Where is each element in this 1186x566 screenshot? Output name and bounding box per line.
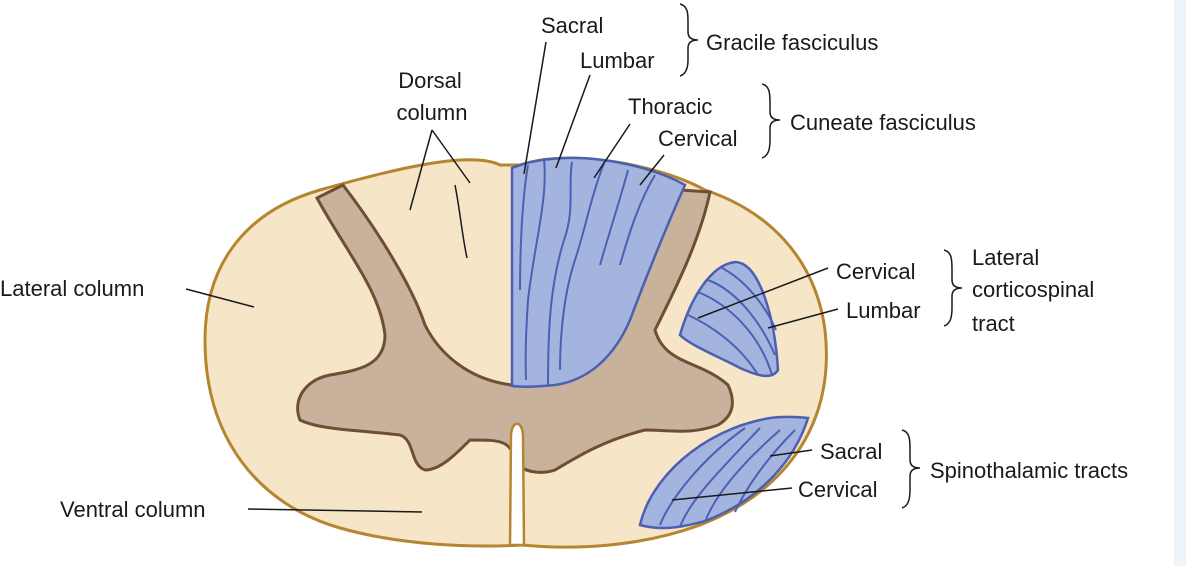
- tract-line: [679, 427, 761, 528]
- ventral-column-leader: [247, 508, 423, 513]
- dorsal-column-label-line2: column: [397, 100, 468, 125]
- gracile-lumbar-leader: [555, 74, 591, 169]
- tract-line: [559, 162, 605, 371]
- gracile-brace: [679, 3, 699, 77]
- lateral-column-leader: [185, 288, 255, 308]
- dorsal-column-leader: [409, 129, 433, 211]
- gracile-lumbar-label: Lumbar: [580, 48, 655, 73]
- tract-line: [659, 427, 746, 526]
- lcst-cervical-leader: [697, 267, 829, 319]
- lcst-cervical-label: Cervical: [836, 259, 915, 284]
- tract-line: [704, 429, 781, 523]
- dorsal-column-leader: [431, 129, 471, 184]
- st-cervical-leader: [671, 487, 793, 501]
- cuneate-fasciculus-label: Cuneate fasciculus: [790, 110, 976, 135]
- spinothalamic-tracts-label: Spinothalamic tracts: [930, 458, 1128, 483]
- lcst-brace: [943, 249, 963, 327]
- lcst-lumbar-label: Lumbar: [846, 298, 921, 323]
- ventral-column-label: Ventral column: [60, 497, 206, 522]
- tract-line: [721, 267, 777, 331]
- st-brace: [901, 429, 921, 509]
- tract-line: [687, 314, 759, 376]
- st-cervical-label: Cervical: [798, 477, 877, 502]
- spinothalamic-tract: [638, 415, 810, 530]
- tract-line: [734, 429, 796, 513]
- tract-line: [524, 157, 546, 381]
- tract-line: [519, 164, 529, 291]
- tract-line: [697, 291, 773, 376]
- ventral-median-fissure: [508, 422, 526, 547]
- cuneate-thoracic-label: Thoracic: [628, 94, 712, 119]
- lcst-title-line2: corticospinal: [972, 277, 1094, 302]
- gracile-fasciculus-label: Gracile fasciculus: [706, 30, 878, 55]
- tract-line: [599, 169, 629, 266]
- lateral-column-label: Lateral column: [0, 276, 144, 301]
- cuneate-thoracic-leader: [593, 123, 631, 179]
- cuneate-cervical-label: Cervical: [658, 126, 737, 151]
- right-edge-strip: [1174, 0, 1186, 566]
- lcst-lumbar-leader: [767, 308, 839, 329]
- lcst-title-line1: Lateral: [972, 245, 1039, 270]
- tract-line: [547, 161, 573, 386]
- gracile-sacral-label: Sacral: [541, 13, 603, 38]
- st-sacral-label: Sacral: [820, 439, 882, 464]
- cuneate-brace: [761, 83, 781, 159]
- dorsal-column-septum-line: [454, 184, 468, 259]
- st-sacral-leader: [769, 449, 813, 457]
- lcst-title-line3: tract: [972, 311, 1015, 336]
- tract-line: [619, 174, 656, 266]
- gracile-sacral-leader: [523, 41, 547, 175]
- tract-line: [707, 279, 776, 356]
- dorsal-column-tract: [510, 156, 687, 388]
- lateral-corticospinal-tract: [678, 260, 780, 378]
- dorsal-column-label-line1: Dorsal: [398, 68, 462, 93]
- cuneate-cervical-leader: [639, 154, 665, 186]
